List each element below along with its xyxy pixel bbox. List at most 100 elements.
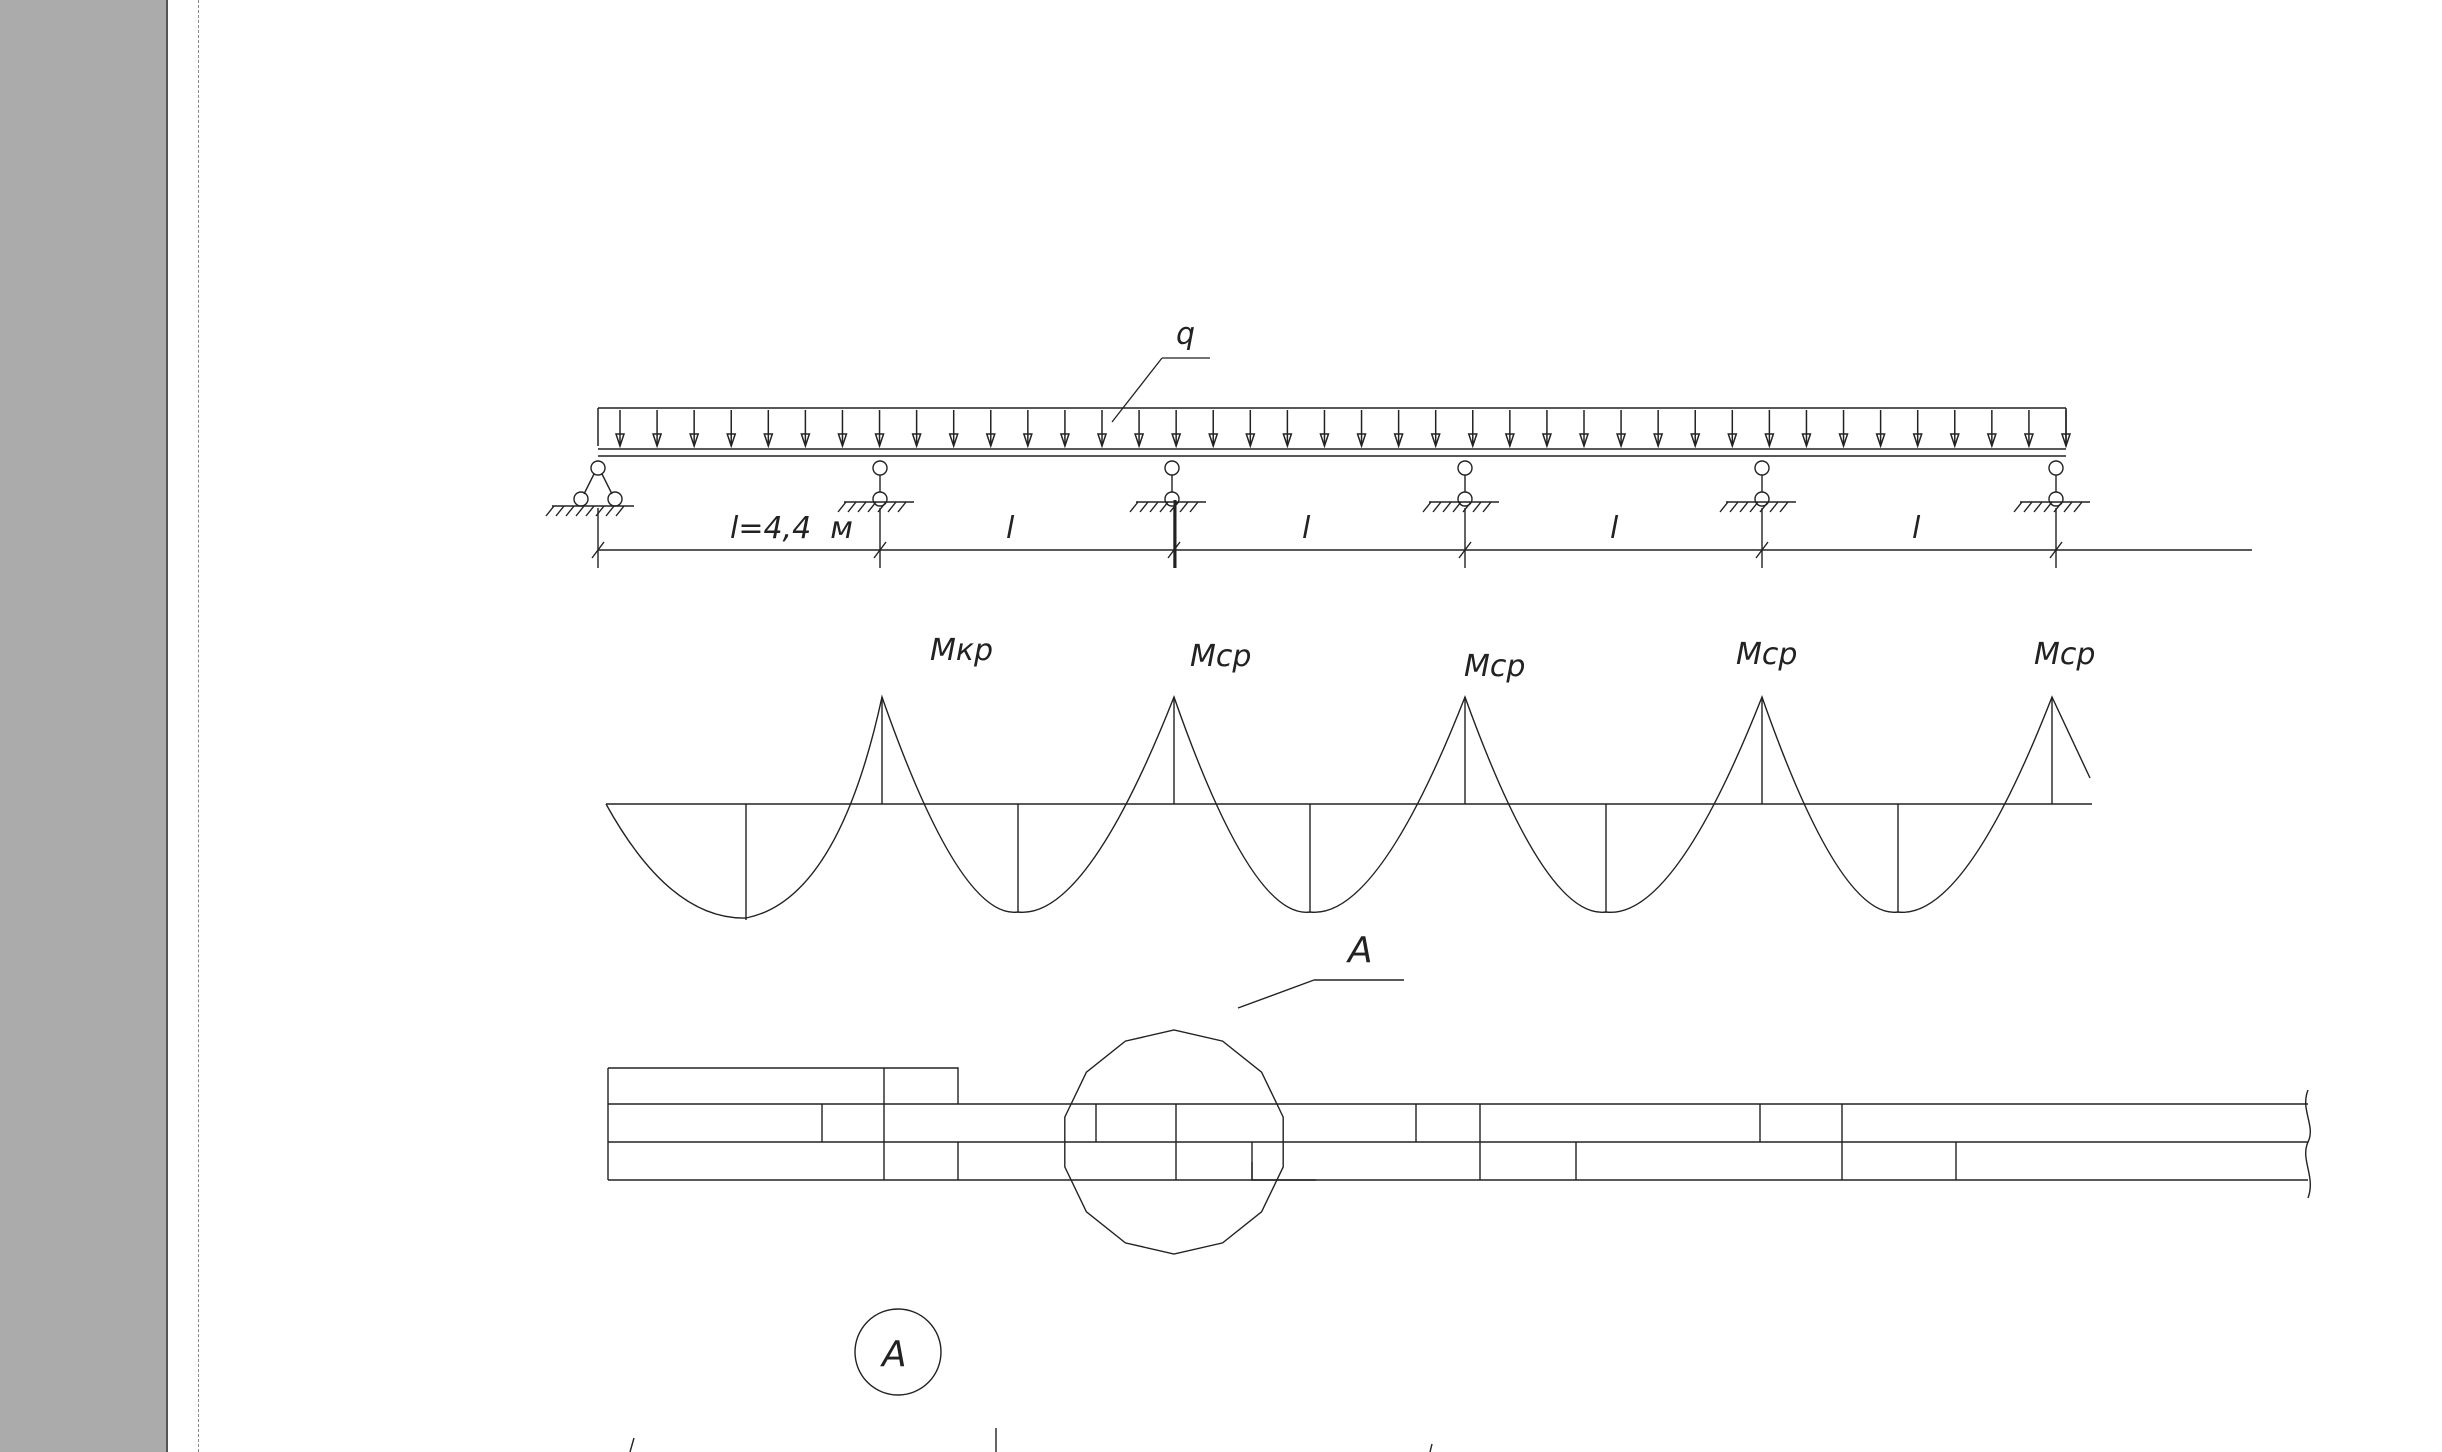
moment-label-5: Мср (2034, 637, 2095, 672)
roller-support-circle (2048, 491, 2064, 507)
ground-hatch (1159, 501, 1169, 513)
load-arrowhead (1653, 433, 1664, 449)
load-arrowhead (1875, 433, 1886, 449)
load-arrowhead (837, 433, 848, 449)
moment-label-1: Мкр (930, 633, 993, 668)
ground-hatch (2013, 501, 2023, 513)
load-arrowhead (1245, 433, 1256, 449)
load-arrowhead (1912, 433, 1923, 449)
detail-marker-label: A (880, 1334, 907, 1375)
roller-support-circle (1754, 491, 1770, 507)
moment-label-2: Мср (1190, 639, 1251, 674)
load-arrowhead (1134, 433, 1145, 449)
detail-circle (1064, 979, 1404, 1255)
ground-hatch (605, 505, 615, 517)
ground-hatch (2023, 501, 2033, 513)
load-arrowhead (911, 433, 922, 449)
dimension-line (591, 500, 2252, 568)
ground-hatch (1149, 501, 1159, 513)
load-arrowhead (1393, 433, 1404, 449)
load-arrowhead (1022, 433, 1033, 449)
roller-support-circle (1754, 460, 1770, 476)
span-label-3: l (1302, 511, 1311, 546)
load-arrowhead (1764, 433, 1775, 449)
load-arrowhead (1727, 433, 1738, 449)
detail-callout-label: A (1346, 930, 1373, 971)
roller-support-circle (1164, 460, 1180, 476)
load-arrowhead (800, 433, 811, 449)
ground-hatch (1472, 501, 1482, 513)
sheet-border-line (198, 0, 199, 1452)
load-arrowhead (1096, 433, 1108, 449)
dimension-tick (1755, 541, 1769, 559)
pin-support-strut (601, 473, 613, 495)
roller-support-circle (872, 491, 888, 507)
reinforcement-scheme (607, 1067, 2312, 1199)
ground-hatch (1769, 501, 1779, 513)
ground-hatch (1482, 501, 1492, 513)
pin-support-circle (590, 460, 606, 476)
load-arrowhead (1616, 433, 1627, 449)
ground-hatch (1749, 501, 1759, 513)
moment-label-4: Мср (1736, 637, 1797, 672)
ground-hatch (2053, 501, 2063, 513)
load-arrowhead (985, 433, 996, 449)
load-arrowhead (1171, 433, 1182, 449)
detail-marker-circle (854, 1308, 942, 1396)
distributed-load (597, 407, 2072, 449)
ground-hatch (1729, 501, 1739, 513)
moment-label-3: Мср (1464, 649, 1525, 684)
load-arrowhead (1467, 433, 1478, 449)
ground-hatch (1452, 501, 1462, 513)
load-arrowhead (948, 433, 959, 449)
load-arrowhead (1541, 433, 1552, 449)
ground-hatch (1462, 501, 1472, 513)
load-arrowhead (1504, 433, 1515, 449)
load-arrowhead (689, 433, 700, 449)
ground-hatch (2033, 501, 2043, 513)
load-arrowhead (1059, 433, 1070, 449)
pin-support-circle (607, 491, 623, 507)
load-arrowhead (1282, 433, 1293, 449)
roller-support-circle (2048, 460, 2064, 476)
pin-support-strut (583, 473, 595, 495)
dimension-tick (1458, 541, 1472, 559)
load-arrowhead (1356, 433, 1367, 449)
ground-hatch (1432, 501, 1442, 513)
ground-hatch (555, 505, 565, 517)
side-panel (0, 0, 168, 1452)
ground-hatch (887, 501, 897, 513)
ground-hatch (2043, 501, 2053, 513)
ground-hatch (857, 501, 867, 513)
ground-hatch (2063, 501, 2073, 513)
ground-hatch (877, 501, 887, 513)
ground-hatch (1422, 501, 1432, 513)
ground-hatch (1719, 501, 1729, 513)
ground-hatch (1189, 501, 1199, 513)
moment-diagram (605, 694, 2092, 920)
ground-hatch (1179, 501, 1189, 513)
load-arrowhead (1319, 433, 1330, 449)
load-arrowhead (1986, 433, 1997, 449)
roller-support-circle (1457, 491, 1473, 507)
load-arrowhead (1208, 433, 1219, 449)
load-arrowhead (1690, 433, 1701, 449)
roller-support-circle (1457, 460, 1473, 476)
pin-support-circle (573, 491, 589, 507)
ground-hatch (847, 501, 857, 513)
ground-hatch (1779, 501, 1789, 513)
ground-hatch (615, 505, 625, 517)
roller-support-circle (872, 460, 888, 476)
load-arrowhead (763, 433, 774, 449)
ground-hatch (565, 505, 575, 517)
span-label-4: l (1610, 511, 1619, 546)
load-arrowhead (2023, 433, 2034, 449)
load-arrowhead (614, 433, 626, 449)
load-arrowhead (1949, 433, 1960, 449)
roller-support-circle (1164, 491, 1180, 507)
ground-hatch (1139, 501, 1149, 513)
load-leader (1111, 357, 1210, 423)
ground-hatch (575, 505, 585, 517)
ground-hatch (1442, 501, 1452, 513)
